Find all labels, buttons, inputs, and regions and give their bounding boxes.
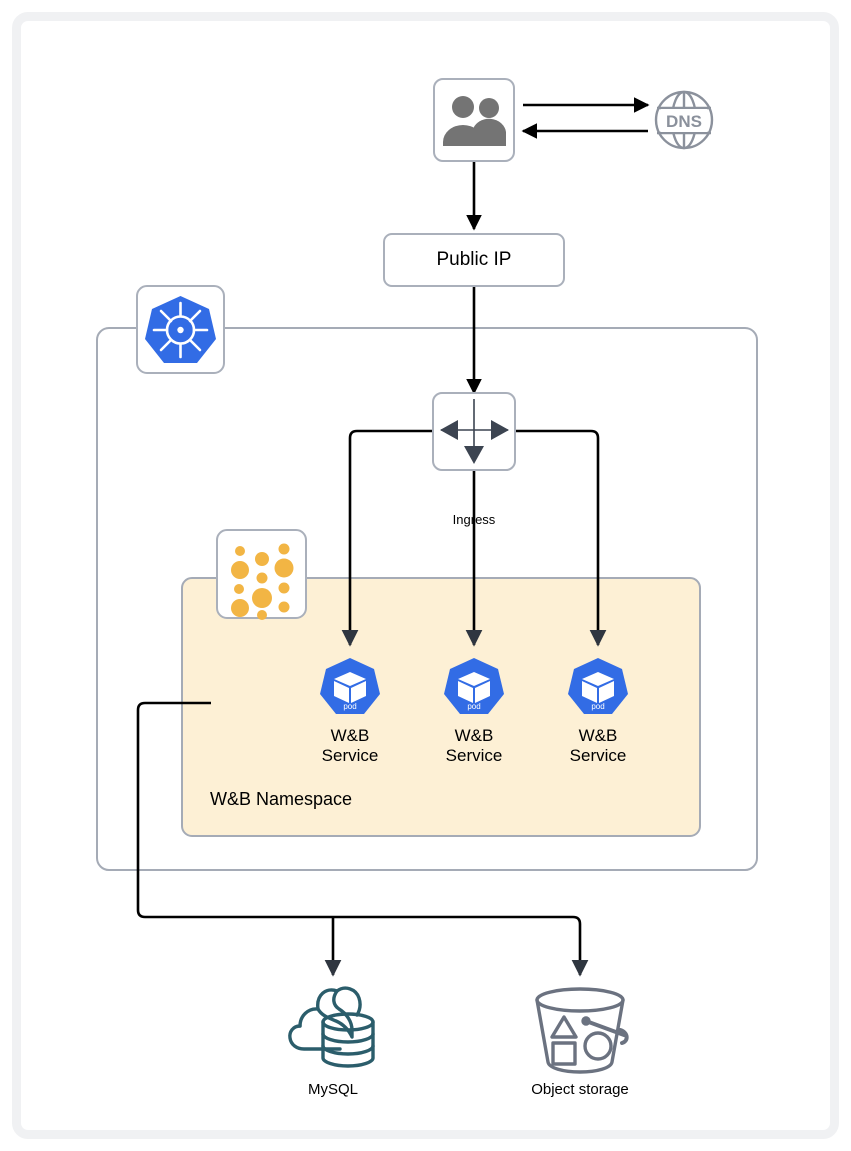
ingress-node[interactable] [432,392,516,471]
pod-badge-label-2: pod [467,702,480,711]
edge-ingress-to-service-1 [341,429,433,647]
wandb-service-1-icon-group[interactable]: pod [320,658,380,714]
mysql-node[interactable] [288,986,375,1068]
users-icon [443,96,506,146]
object-storage-node[interactable] [535,987,629,1074]
kubernetes-cluster-badge[interactable] [136,285,225,374]
kubernetes-icon [145,296,216,363]
public-ip-box[interactable] [383,233,565,287]
namespace-dots-icon [231,543,294,620]
mysql-dolphin-icon [288,986,375,1068]
public-ip-label: Public IP [436,249,512,270]
pod-box-glyph [458,672,490,703]
wandb-service-3-icon-group[interactable]: pod [568,658,628,714]
kubernetes-cluster-boundary [96,327,758,871]
edge-namespace-storage-trunk [136,701,589,977]
dns-node[interactable]: DNS [654,90,714,150]
edge-ingress-to-service-3 [515,429,607,647]
wandb-namespace-label: W&B Namespace [210,789,353,809]
wandb-namespace-panel [181,577,701,837]
dns-label: DNS [666,112,702,131]
wandb-service-2-icon-group[interactable]: pod [444,658,504,714]
bucket-icon [535,987,629,1074]
pod-badge-label-3: pod [591,702,604,711]
users-node[interactable] [433,78,515,162]
outer-frame [12,12,839,1139]
pod-badge-label-1: pod [343,702,356,711]
pod-box-glyph [582,672,614,703]
ingress-icon [440,399,509,464]
namespace-badge[interactable] [216,529,307,620]
pod-box-glyph [334,672,366,703]
users-node-box [433,78,515,162]
